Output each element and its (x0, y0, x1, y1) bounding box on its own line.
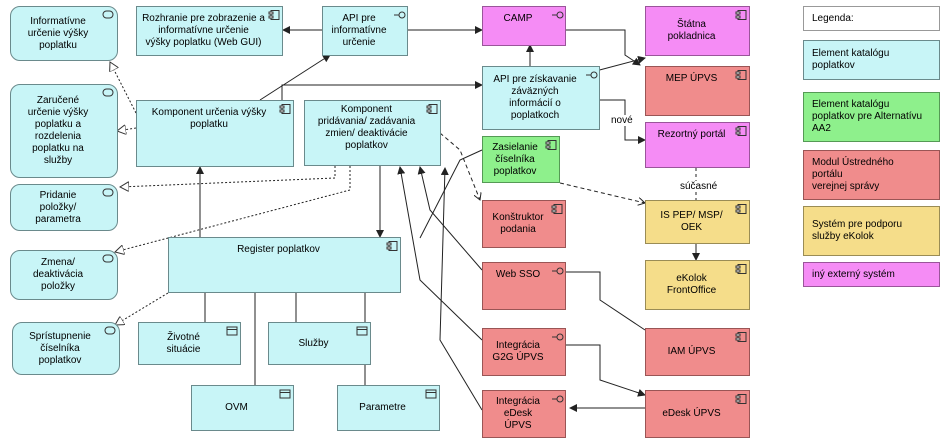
edge-urcenia-apizav (281, 81, 483, 100)
system-ekolok[interactable]: eKolok FrontOffice (645, 260, 750, 310)
component-icon (735, 10, 747, 20)
component-icon (268, 10, 280, 20)
module-iam[interactable]: IAM ÚPVS (645, 328, 750, 376)
system-camp[interactable]: CAMP (482, 6, 566, 46)
system-statna[interactable]: Štátna pokladnica (645, 6, 750, 56)
edge-pridavania-zmena (115, 166, 351, 252)
legend-catalog-aa2: Element katalógu poplatkov pre Alternatí… (803, 92, 940, 142)
component-icon (426, 104, 438, 114)
edge-camp-statna (566, 29, 641, 66)
component-icon (735, 126, 747, 136)
module-edesk[interactable]: eDesk ÚPVS (645, 390, 750, 438)
interface-icon (552, 333, 564, 341)
edge-apizav-statna (591, 55, 646, 73)
component-icon (545, 140, 557, 150)
service-icon (102, 254, 114, 263)
label-nove: nové (609, 115, 635, 126)
data-parametre[interactable]: Parametre (337, 385, 440, 431)
component-urcenia[interactable]: Komponent určenia výšky poplatku (136, 100, 294, 167)
service-icon (102, 88, 114, 97)
component-icon (735, 70, 747, 80)
edge-urcenia-informativne (110, 62, 137, 114)
data-object-icon (425, 389, 437, 399)
interface-icon (552, 11, 564, 19)
legend-ekolok: Systém pre podporu služby eKolok (803, 206, 940, 256)
edge-urcenia-zarucene (117, 128, 137, 131)
edge-g2g-pridavania (397, 166, 483, 341)
data-ovm[interactable]: OVM (191, 385, 294, 431)
legend-external: iný externý systém (803, 262, 940, 287)
component-icon (279, 104, 291, 114)
component-icon (735, 394, 747, 404)
edge-register-spristupnenie (115, 292, 169, 325)
service-pridanie[interactable]: Pridanie položky/ parametra (10, 184, 118, 231)
legend-upvs: Modul Ústredného portálu verejnej správy (803, 150, 940, 200)
edge-pridavania-konstruktor (439, 132, 480, 200)
data-object-icon (356, 326, 368, 336)
legend-title: Legenda: (803, 6, 940, 31)
system-rezortny[interactable]: Rezortný portál (645, 122, 750, 168)
component-register[interactable]: Register poplatkov (168, 237, 401, 293)
interface-api-informativne[interactable]: API pre informatívne určenie (322, 6, 408, 56)
interface-websso[interactable]: Web SSO (482, 262, 566, 310)
component-rozhranie[interactable]: Rozhranie pre zobrazenie a informatívne … (136, 6, 283, 56)
service-zmena[interactable]: Zmena/ deaktivácia položky (10, 250, 118, 300)
interface-icon (552, 395, 564, 403)
component-icon (735, 204, 747, 214)
data-zivotne[interactable]: Životné situácie (138, 322, 241, 365)
data-sluzby[interactable]: Služby (268, 322, 371, 365)
interface-icon (394, 11, 406, 19)
service-informativne[interactable]: Informatívne určenie výšky poplatku (10, 6, 118, 61)
edge-pridavania-pridanie (120, 166, 336, 187)
component-pridavania[interactable]: Komponent pridávania/ zadávania zmien/ d… (304, 100, 441, 166)
system-ispep[interactable]: IS PEP/ MSP/ OEK (645, 200, 750, 244)
component-icon (735, 264, 747, 274)
data-object-icon (279, 389, 291, 399)
interface-edesk[interactable]: Integrácia eDesk ÚPVS (482, 390, 566, 438)
legend-catalog: Element katalógu poplatkov (803, 40, 940, 80)
component-icon (551, 204, 563, 214)
interface-g2g[interactable]: Integrácia G2G ÚPVS (482, 328, 566, 376)
label-sucasne: súčasné (678, 181, 720, 192)
service-spristupnenie[interactable]: Sprístupnenie číselníka poplatkov (12, 322, 120, 375)
service-icon (102, 10, 114, 19)
module-mep[interactable]: MEP ÚPVS (645, 66, 750, 116)
component-icon (735, 332, 747, 342)
interface-icon (586, 71, 598, 79)
interface-icon (552, 267, 564, 275)
service-icon (104, 326, 116, 335)
edge-edeskint-pridavania (439, 167, 483, 411)
edge-websso-pridavania (417, 166, 483, 271)
service-icon (102, 188, 114, 197)
data-object-icon (226, 326, 238, 336)
component-icon (386, 241, 398, 251)
service-zarucene[interactable]: Zaručené určenie výšky poplatku a rozdel… (10, 84, 118, 178)
edge-zasielanie-ispep (559, 182, 645, 203)
interface-api-zavazne[interactable]: API pre získavanie záväzných informácií … (482, 66, 600, 130)
edge-urcenia-api (259, 54, 331, 101)
